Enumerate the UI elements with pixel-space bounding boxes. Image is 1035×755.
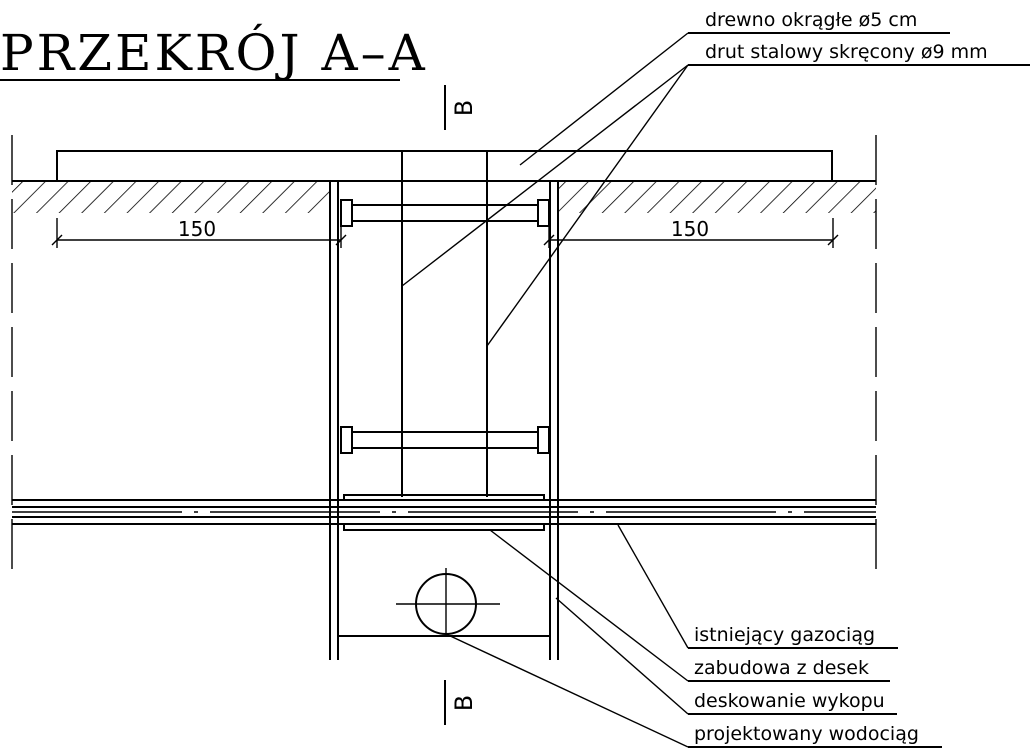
leader-boards: [489, 529, 689, 682]
leader-wire-a: [401, 64, 689, 287]
strut-lower-block-right: [537, 426, 550, 454]
label-wire: drut stalowy skręcony ø9 mm: [705, 41, 988, 63]
section-mark-bottom: B: [450, 695, 478, 711]
label-wood: drewno okrągłe ø5 cm: [705, 9, 917, 31]
dimension-right: 150: [671, 217, 709, 241]
label-water: projektowany wodociąg: [694, 723, 919, 745]
dimension-left: 150: [178, 217, 216, 241]
dimension-tick-left-b: [335, 234, 347, 246]
board-cradle-bottom: [343, 523, 545, 531]
strut-lower-block-left: [340, 426, 353, 454]
leader-wire-b: [486, 64, 689, 347]
dimension-tick-right-b: [827, 234, 839, 246]
drawing-title: PRZEKRÓJ A–A: [0, 23, 428, 82]
soil-hatch-left: [12, 181, 330, 213]
leader-wood: [519, 32, 689, 166]
soil-hatch-right: [558, 181, 876, 213]
strut-upper-block-left: [340, 199, 353, 227]
section-mark-top: B: [450, 100, 478, 116]
top-board: [56, 150, 833, 182]
strut-upper-block-right: [537, 199, 550, 227]
label-gas: istniejący gazociąg: [694, 624, 875, 646]
label-boards: zabudowa z desek: [694, 657, 869, 679]
leader-gas: [617, 524, 689, 649]
leader-formwork: [555, 597, 689, 715]
dimension-tick-right-a: [543, 234, 555, 246]
dimension-tick-left-a: [51, 234, 63, 246]
label-formwork: deskowanie wykopu: [694, 690, 885, 712]
leader-water: [445, 633, 689, 748]
